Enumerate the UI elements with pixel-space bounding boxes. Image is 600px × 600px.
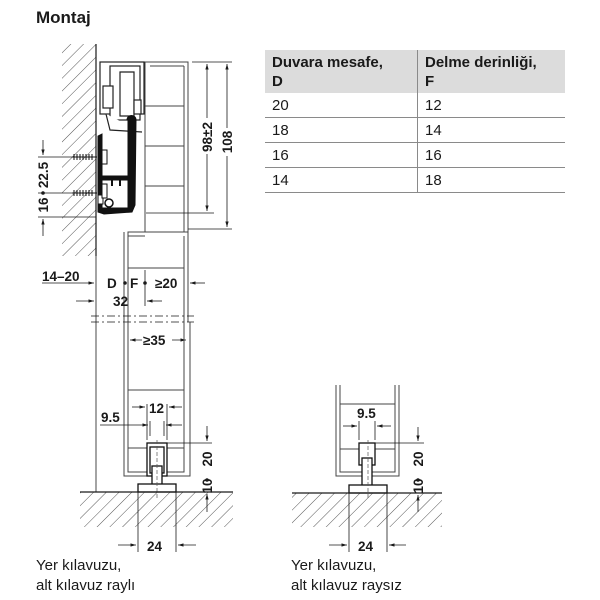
cell-F: 14 [417, 117, 565, 143]
dim-108: 108 [220, 130, 235, 153]
depth-dimensions [42, 256, 205, 492]
header-wall-distance: Duvara mesafe, D [265, 50, 418, 93]
table-row: 20 12 [265, 93, 565, 118]
table-header-row: Duvara mesafe, D Delme derinliği, F [265, 50, 565, 93]
dim-9-5: 9.5 [357, 406, 376, 421]
dim-D: D [107, 276, 117, 291]
caption-with-rail: Yer kılavuzu, alt kılavuz raylı [36, 557, 136, 594]
dim-24: 24 [358, 539, 374, 554]
dim-12: 12 [149, 401, 164, 416]
dim-F: F [130, 276, 138, 291]
header-drill-depth: Delme derinliği, F [417, 50, 565, 93]
dim-22-5: 22.5 [36, 161, 51, 188]
dim-10: 10 [411, 478, 426, 493]
caption-without-rail: Yer kılavuzu, alt kılavuz raysız [291, 557, 402, 594]
wall-rail-profile [97, 115, 137, 215]
dim-16: 16 [36, 197, 51, 213]
cell-F: 18 [417, 167, 565, 193]
dim-10: 10 [200, 478, 215, 493]
floor-guide-without-rail: 9.5 20 10 24 [292, 385, 442, 554]
cell-D: 14 [265, 167, 418, 193]
roller-carriage [99, 61, 145, 133]
dim-min-20: ≥20 [155, 276, 177, 291]
cell-F: 16 [417, 142, 565, 168]
dim-min-35: ≥35 [143, 333, 166, 348]
dim-20: 20 [411, 451, 426, 466]
cell-F: 12 [417, 93, 565, 118]
cell-D: 18 [265, 117, 418, 143]
dim-24: 24 [147, 539, 163, 554]
dim-9-5: 9.5 [101, 410, 120, 425]
top-mounting-view: 98±2 108 22.5 16 14–20 D [36, 44, 235, 492]
distance-depth-table: Duvara mesafe, D Delme derinliği, F 20 1… [265, 50, 565, 193]
dim-98: 98±2 [200, 122, 215, 152]
dim-20: 20 [200, 451, 215, 466]
door-panel [123, 61, 189, 322]
table-row: 16 16 [265, 142, 565, 168]
dim-14-20: 14–20 [42, 269, 80, 284]
dim-32: 32 [113, 294, 128, 309]
cell-D: 20 [265, 93, 418, 118]
cell-D: 16 [265, 142, 418, 168]
wall-section [62, 44, 97, 256]
table-row: 18 14 [265, 117, 565, 143]
floor-guide-with-rail: 12 9.5 20 10 24 [80, 322, 233, 554]
table-row: 14 18 [265, 167, 565, 193]
screw-icon [72, 154, 97, 196]
section-title: Montaj [36, 8, 91, 27]
